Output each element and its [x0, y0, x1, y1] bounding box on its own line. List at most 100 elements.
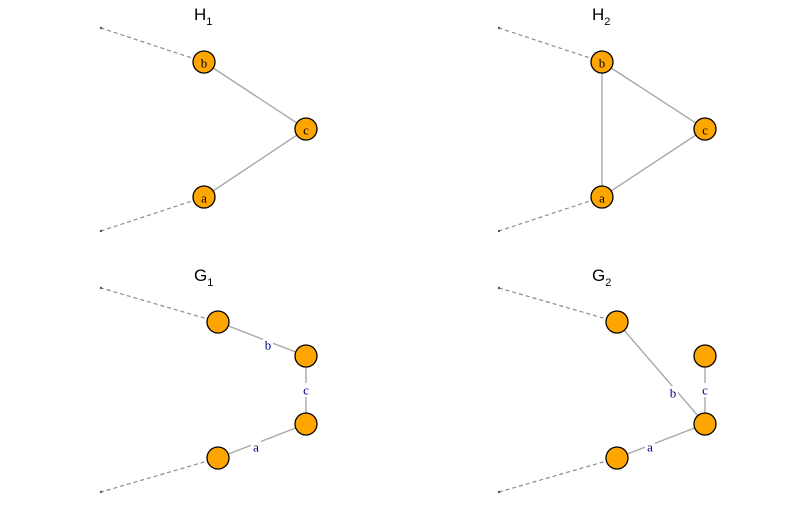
panel-title-g1-sub: 1	[207, 277, 213, 289]
stub-end-point-h1-b	[99, 26, 103, 30]
vertex-circle	[294, 117, 318, 141]
stub-edge-h2-b	[498, 27, 603, 63]
vertex-circle	[206, 446, 230, 470]
panel-title-h2: H2	[592, 5, 610, 28]
panel-title-h2-sub: 2	[604, 16, 610, 28]
edges-h2	[601, 61, 706, 198]
edge-label-g1-b: b	[265, 338, 272, 353]
vertex-circle	[693, 117, 717, 141]
stub-end-point-g2-v1	[497, 286, 501, 290]
edge-label-g1-c: c	[303, 383, 309, 398]
vertex-h1-a: a	[192, 185, 216, 209]
vertex-g2-v4	[605, 446, 629, 470]
edge-g2-v1-v3	[616, 321, 706, 425]
stub-end-point-g1-v4	[99, 490, 103, 494]
vertex-g2-v2	[693, 344, 717, 368]
panel-title-g1: G1	[194, 266, 213, 289]
vertex-circle	[294, 344, 318, 368]
vertex-circle	[605, 446, 629, 470]
stub-edge-h2-a	[498, 196, 603, 232]
panel-title-h2-main: H	[592, 5, 604, 24]
vertex-circle	[192, 50, 216, 74]
vertex-h2-b: b	[590, 50, 614, 74]
stub-edge-h1-b	[100, 27, 205, 63]
vertex-circle	[294, 412, 318, 436]
edge-label-background	[263, 338, 273, 352]
panel-title-g2: G2	[592, 266, 611, 289]
panel-title-h1-main: H	[194, 5, 206, 24]
vertex-circle	[693, 344, 717, 368]
panel-title-h1-sub: 1	[206, 16, 212, 28]
edges-h1	[203, 61, 307, 198]
stub-edge-h1-a	[100, 196, 205, 232]
edge-g1-v3-v4	[217, 423, 307, 459]
vertex-h2-a: a	[590, 185, 614, 209]
edge-g2-v3-v4	[616, 423, 706, 459]
edge-label-background	[668, 386, 678, 400]
edge-h1-b-c	[203, 61, 307, 130]
vertices-g1	[206, 310, 318, 470]
vertex-h2-c: c	[693, 117, 717, 141]
stub-end-point-g2-v4	[497, 490, 501, 494]
vertex-circle	[192, 185, 216, 209]
panel-title-g1-main: G	[194, 266, 207, 285]
edge-g1-v1-v2	[217, 321, 307, 357]
stub-edge-g1-v1	[100, 287, 219, 323]
vertex-label-h2-c: c	[702, 123, 708, 138]
edges-g2	[616, 321, 706, 459]
vertices-h2: b c a	[590, 50, 717, 209]
edge-label-background	[645, 440, 655, 454]
edge-label-g1-a: a	[253, 440, 259, 455]
vertex-circle	[590, 50, 614, 74]
edge-labels-g2: b c a	[645, 383, 710, 455]
edge-label-background	[251, 440, 261, 454]
panel-g2: G2 b c a	[497, 266, 717, 494]
panel-h2: H2 b c a	[497, 5, 717, 233]
stub-end-point-h1-a	[99, 229, 103, 233]
stub-end-point-g1-v1	[99, 286, 103, 290]
vertex-g1-v2	[294, 344, 318, 368]
vertex-g1-v3	[294, 412, 318, 436]
vertex-circle	[693, 412, 717, 436]
vertex-label-h2-b: b	[599, 56, 606, 71]
edge-labels-g1: b c a	[251, 338, 311, 455]
edge-label-g2-a: a	[647, 440, 653, 455]
edge-label-background	[700, 383, 710, 397]
vertices-h1: b c a	[192, 50, 318, 209]
vertex-circle	[590, 185, 614, 209]
vertex-g1-v1	[206, 310, 230, 334]
stub-edge-g2-v1	[498, 287, 618, 323]
edge-h2-c-a	[601, 128, 706, 198]
edge-h1-c-a	[203, 128, 307, 198]
panel-title-g2-main: G	[592, 266, 605, 285]
panel-h1: H1 b c a	[99, 5, 318, 233]
vertex-circle	[605, 310, 629, 334]
stub-edges-g2	[497, 286, 618, 494]
vertex-g2-v1	[605, 310, 629, 334]
vertex-label-h1-c: c	[303, 123, 309, 138]
edge-label-background	[301, 383, 311, 397]
vertex-label-h1-a: a	[201, 191, 207, 206]
vertex-h1-b: b	[192, 50, 216, 74]
vertex-h1-c: c	[294, 117, 318, 141]
stub-end-point-h2-b	[497, 26, 501, 30]
vertex-label-h1-b: b	[201, 56, 208, 71]
panel-title-g2-sub: 2	[605, 277, 611, 289]
vertex-g1-v4	[206, 446, 230, 470]
panel-title-h1: H1	[194, 5, 212, 28]
edge-label-g2-b: b	[670, 386, 677, 401]
stub-edges-g1	[99, 286, 219, 494]
stub-end-point-h2-a	[497, 229, 501, 233]
panel-g1: G1 b c a	[99, 266, 318, 494]
stub-edges-h1	[99, 26, 205, 233]
vertices-g2	[605, 310, 717, 470]
stub-edge-g2-v4	[498, 457, 618, 493]
edges-g1	[217, 321, 307, 459]
vertex-circle	[206, 310, 230, 334]
edge-h2-b-c	[601, 61, 706, 130]
stub-edge-g1-v4	[100, 457, 219, 493]
vertex-label-h2-a: a	[599, 191, 605, 206]
edge-label-g2-c: c	[702, 383, 708, 398]
stub-edges-h2	[497, 26, 603, 233]
